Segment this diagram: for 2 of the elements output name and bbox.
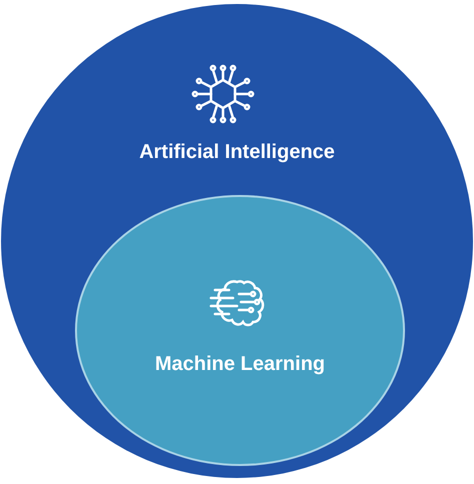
node-label: Machine Learning [154, 353, 326, 376]
node-label: Artificial Intelligence [138, 141, 336, 164]
